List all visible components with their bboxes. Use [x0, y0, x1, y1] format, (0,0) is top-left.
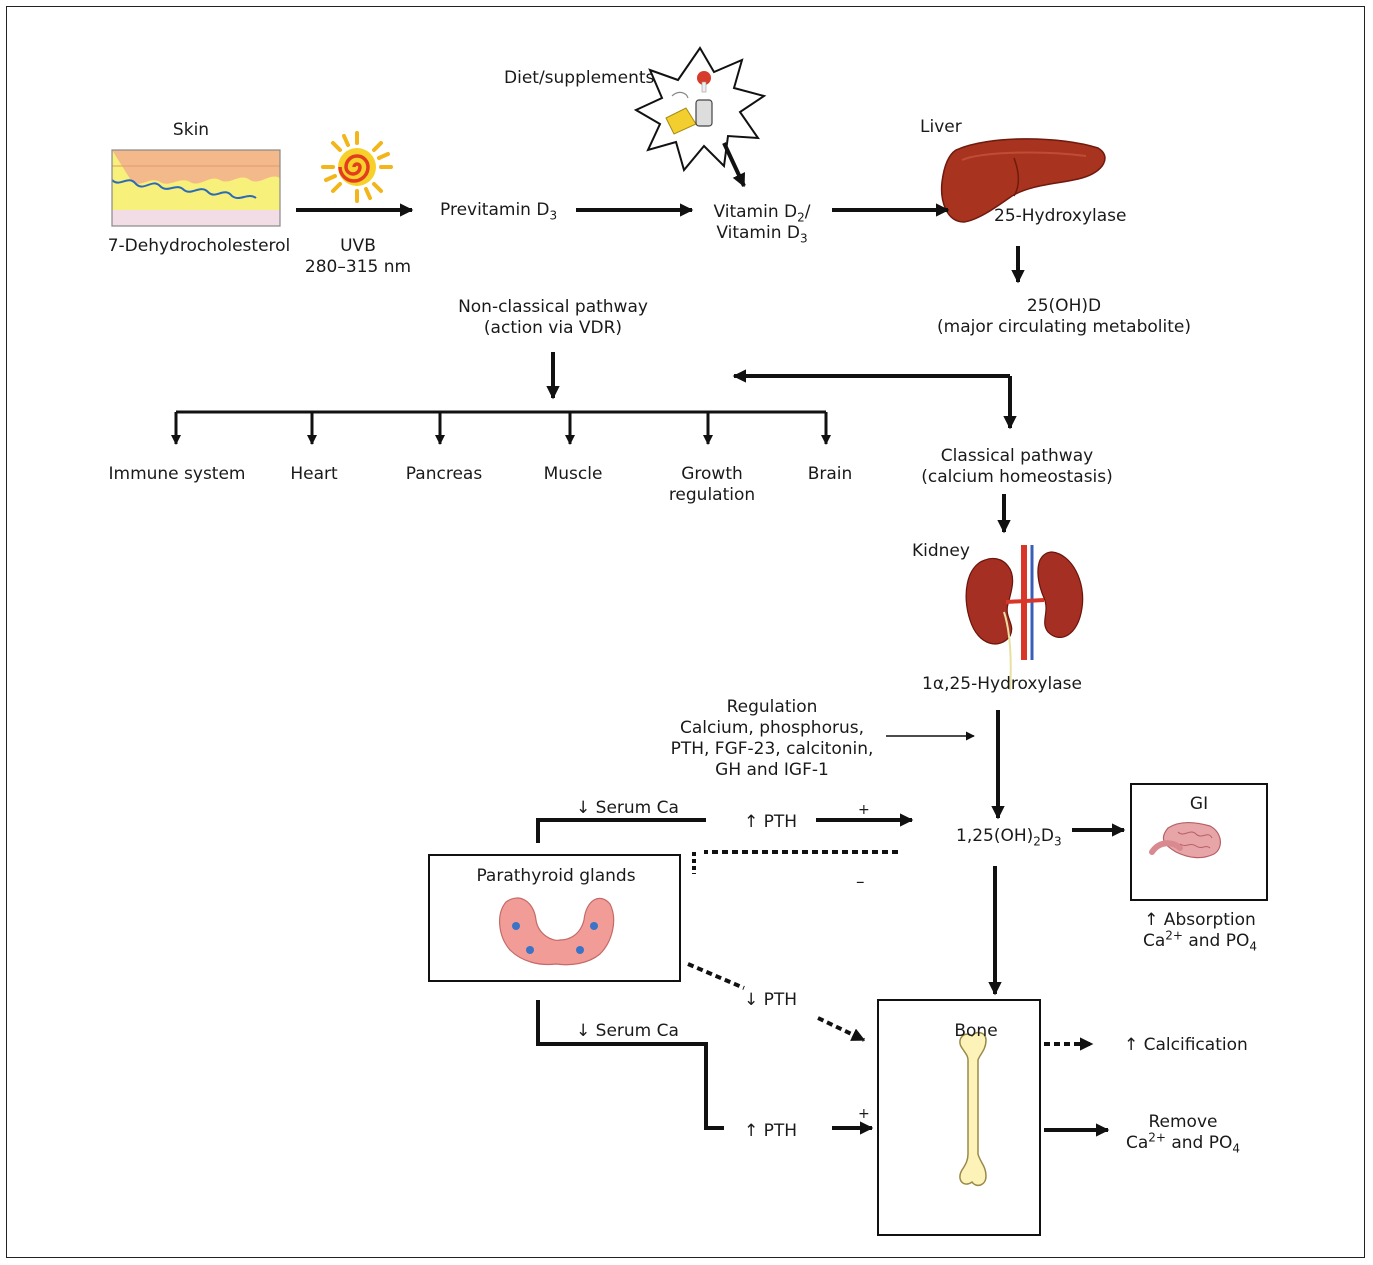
label-bone: Bone [954, 1021, 998, 1041]
25ohd-desc: (major circulating metabolite) [937, 317, 1191, 337]
growth-line-1: Growth [681, 464, 743, 484]
label-serum-ca-bottom: ↓ Serum Ca [576, 1021, 679, 1041]
growth-line-2: regulation [668, 485, 756, 505]
label-skin: Skin [172, 120, 210, 140]
sun-icon [321, 131, 393, 203]
remove-po: and PO [1165, 1133, 1233, 1153]
label-absorption: ↑ Absorption Ca2+ and PO4 [1143, 910, 1257, 952]
uvb-range: 280–315 nm [304, 257, 412, 277]
vitamin-d3-sub: 3 [799, 231, 808, 246]
classical-subtitle: (calcium homeostasis) [921, 467, 1113, 487]
label-pth-up-top: ↑ PTH [744, 812, 798, 832]
label-previtamin-d3: Previtamin D3 [440, 200, 557, 221]
kidney-illustration [965, 545, 1084, 691]
absorption-ca-sup: 2+ [1165, 928, 1183, 943]
bone-box [877, 999, 1041, 1236]
food-burst-illustration [633, 46, 767, 173]
remove-ca: Ca [1125, 1133, 1149, 1153]
intestine-illustration [1149, 821, 1221, 859]
remove-ca-sup: 2+ [1148, 1130, 1166, 1145]
label-liver: Liver [920, 117, 962, 137]
label-calcification: ↑ Calcification [1124, 1035, 1248, 1055]
regulation-line-2: PTH, FGF-23, calcitonin, [670, 739, 874, 759]
classical-title: Classical pathway [940, 446, 1094, 466]
label-plus-bottom: + [858, 1106, 870, 1122]
target-pancreas: Pancreas [405, 464, 483, 484]
vitamin-d2-text: Vitamin D [713, 202, 798, 222]
label-classical-pathway: Classical pathway (calcium homeostasis) [921, 446, 1113, 488]
dashed-pth-down-b [817, 1016, 866, 1042]
previtamin-sub: 3 [549, 208, 558, 223]
absorption-line-1: ↑ Absorption [1144, 910, 1256, 930]
label-kidney: Kidney [912, 541, 970, 561]
target-muscle: Muscle [543, 464, 603, 484]
label-pth-up-bottom: ↑ PTH [744, 1121, 798, 1141]
target-immune-system: Immune system [108, 464, 246, 484]
target-brain: Brain [807, 464, 853, 484]
bone-illustration [959, 1031, 987, 1187]
liver-illustration [940, 138, 1106, 223]
calcitriol-text-a: 1,25(OH) [956, 826, 1034, 846]
line-serum-ca-top [536, 818, 706, 843]
uvb-text: UVB [340, 236, 376, 256]
remove-po-sub: 4 [1232, 1141, 1241, 1156]
label-minus: – [856, 872, 865, 892]
label-25ohd: 25(OH)D (major circulating metabolite) [937, 296, 1191, 338]
remove-line-2: Ca2+ and PO4 [1125, 1130, 1241, 1156]
target-branches [170, 410, 832, 446]
absorption-line-2: Ca2+ and PO4 [1142, 928, 1258, 954]
pathway-arrows [296, 142, 1126, 1137]
vitamin-d2-sub: 2 [797, 210, 805, 225]
absorption-po: and PO [1182, 931, 1250, 951]
skin-illustration [111, 149, 281, 227]
label-1a25-hydroxylase: 1α,25-Hydroxylase [922, 674, 1082, 694]
label-plus-top: + [858, 802, 870, 818]
arrow-diet-to-vitamin [722, 142, 746, 188]
label-parathyroid-glands: Parathyroid glands [476, 866, 636, 886]
nonclassical-subtitle: (action via VDR) [483, 318, 623, 338]
figure-border [6, 6, 1365, 1258]
vitamin-d3-text: Vitamin D [716, 223, 800, 243]
target-heart: Heart [290, 464, 338, 484]
regulation-line-3: GH and IGF-1 [715, 760, 829, 780]
regulation-block: Regulation Calcium, phosphorus, PTH, FGF… [671, 697, 874, 781]
label-calcitriol: 1,25(OH)2D3 [956, 826, 1062, 847]
label-serum-ca-top: ↓ Serum Ca [576, 798, 679, 818]
25ohd-text: 25(OH)D [1026, 296, 1102, 316]
regulation-title: Regulation [726, 697, 818, 717]
label-uvb: UVB 280–315 nm [305, 236, 411, 278]
label-remove: Remove Ca2+ and PO4 [1126, 1112, 1240, 1154]
previtamin-text: Previtamin D [440, 200, 550, 220]
vitamin-d2-slash: / [804, 202, 811, 222]
vitamin-d2-line: Vitamin D2/ [714, 202, 811, 223]
dashed-lines [687, 850, 1094, 1051]
absorption-ca: Ca [1142, 931, 1166, 951]
calcitriol-sub-1: 2 [1033, 834, 1041, 849]
label-vitamin-d2-d3: Vitamin D2/ Vitamin D3 [714, 202, 811, 244]
absorption-po-sub: 4 [1249, 939, 1258, 954]
label-7-dehydrocholesterol: 7-Dehydrocholesterol [107, 236, 291, 256]
dashed-pth-down-a [687, 962, 745, 990]
nonclassical-title: Non-classical pathway [458, 297, 648, 317]
calcitriol-text-b: D [1040, 826, 1055, 846]
remove-line-1: Remove [1148, 1112, 1218, 1132]
vitamin-d3-line: Vitamin D3 [714, 223, 811, 244]
regulation-line-1: Calcium, phosphorus, [679, 718, 865, 738]
target-growth-regulation: Growth regulation [669, 464, 755, 506]
label-nonclassical-pathway: Non-classical pathway (action via VDR) [458, 297, 648, 339]
line-serum-ca-bottom [536, 1000, 724, 1130]
label-pth-down: ↓ PTH [744, 990, 798, 1010]
label-diet-supplements: Diet/supplements [504, 68, 655, 88]
label-25-hydroxylase: 25-Hydroxylase [994, 206, 1127, 226]
feedback-lines [536, 818, 724, 1130]
label-gi: GI [1189, 794, 1209, 814]
calcitriol-sub-2: 3 [1054, 834, 1062, 849]
parathyroid-illustration [499, 897, 615, 966]
